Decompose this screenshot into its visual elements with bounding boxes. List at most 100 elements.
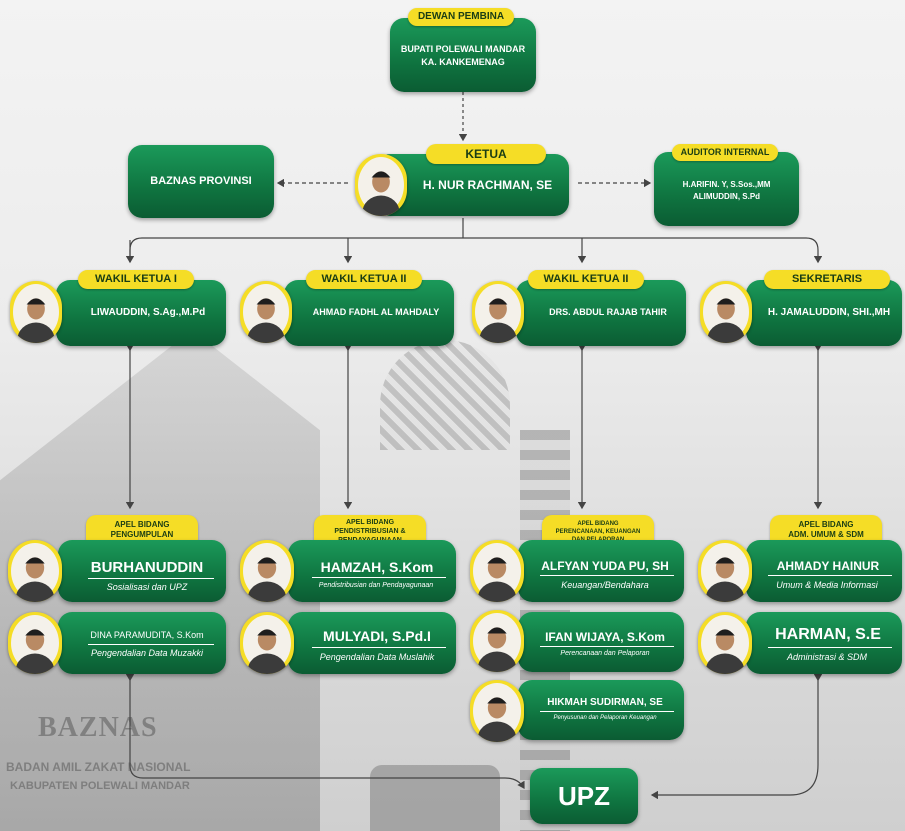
upz-label: UPZ <box>558 781 610 811</box>
bidang-3-l1: APEL BIDANG <box>577 521 619 527</box>
staff-ahmady-box: AHMADY HAINUR Umum & Media Informasi <box>746 540 902 602</box>
ketua-box: H. NUR RACHMAN, SE <box>376 154 569 216</box>
staff-ahmady-photo <box>698 540 752 602</box>
dewan-pembina-box: BUPATI POLEWALI MANDAR KA. KANKEMENAG <box>390 18 536 92</box>
staff-burhanuddin-name: BURHANUDDIN <box>90 559 204 576</box>
wakil-2-title: WAKIL KETUA II <box>306 270 422 289</box>
dewan-pembina-title: DEWAN PEMBINA <box>408 8 514 26</box>
person-icon <box>11 543 59 602</box>
staff-alfyan-name: ALFYAN YUDA PU, SH <box>541 559 669 573</box>
staff-mulyadi-name: MULYADI, S.Pd.I <box>323 628 431 644</box>
staff-hikmah-box: HIKMAH SUDIRMAN, SE Penyusunan dan Pelap… <box>518 680 684 740</box>
staff-dina-photo <box>8 612 62 674</box>
staff-hamzah-name: HAMZAH, S.Kom <box>320 559 434 575</box>
staff-ahmady-name: AHMADY HAINUR <box>776 559 880 573</box>
divider <box>88 644 214 645</box>
staff-mulyadi-box: MULYADI, S.Pd.I Pengendalian Data Muslah… <box>288 612 456 674</box>
staff-harman-name: HARMAN, S.E <box>775 626 881 643</box>
staff-ahmady-role: Umum & Media Informasi <box>776 580 878 590</box>
divider <box>88 578 214 579</box>
wakil-1-title: WAKIL KETUA I <box>78 270 194 289</box>
wakil-1-name: LIWAUDDIN, S.Ag.,M.Pd <box>90 307 206 318</box>
divider <box>540 575 674 576</box>
ketua-name: H. NUR RACHMAN, SE <box>422 178 553 192</box>
wakil-3-name: DRS. ABDUL RAJAB TAHIR <box>549 307 667 317</box>
staff-alfyan-role: Keuangan/Bendahara <box>561 580 649 590</box>
wakil-1-photo <box>10 281 62 343</box>
baznas-provinsi-label: BAZNAS PROVINSI <box>150 175 252 187</box>
sekretaris-name: H. JAMALUDDIN, SHI.,MH <box>767 307 891 318</box>
ketua-title: KETUA <box>426 144 546 164</box>
ketua-photo <box>355 154 407 216</box>
wakil-1-box: LIWAUDDIN, S.Ag.,M.Pd <box>56 280 226 346</box>
person-icon <box>358 157 404 216</box>
staff-ifan-role: Perencanaan dan Pelaporan <box>560 650 650 657</box>
wakil-3-title: WAKIL KETUA II <box>528 270 644 289</box>
auditor-title: AUDITOR INTERNAL <box>672 144 778 161</box>
person-icon <box>13 284 59 343</box>
sekretaris-box: H. JAMALUDDIN, SHI.,MH <box>746 280 902 346</box>
bidang-2-l1: APEL BIDANG <box>345 519 395 526</box>
bidang-2-l2: PENDISTRIBUSIAN & <box>334 528 406 535</box>
divider <box>312 577 446 578</box>
staff-ifan-name: IFAN WIJAYA, S.Kom <box>545 630 665 644</box>
bidang-4-l1: APEL BIDANG <box>798 520 854 529</box>
background-dome <box>380 340 510 450</box>
staff-dina-role: Pengendalian Data Muzakki <box>90 648 204 658</box>
person-icon <box>475 284 521 343</box>
staff-harman-role: Administrasi & SDM <box>786 652 867 662</box>
staff-hamzah-box: HAMZAH, S.Kom Pendistribusian dan Penday… <box>288 540 456 602</box>
person-icon <box>243 284 289 343</box>
sekretaris-photo <box>700 281 752 343</box>
staff-hikmah-role: Penyusunan dan Pelaporan Keuangan <box>553 715 657 721</box>
bidang-3-l2: PERENCANAAN, KEUANGAN <box>555 529 641 535</box>
divider <box>768 647 892 648</box>
staff-hikmah-photo <box>470 680 524 742</box>
auditor-box: H.ARIFIN. Y, S.Sos.,MM ALIMUDDIN, S.Pd <box>654 152 799 226</box>
auditor-line1: H.ARIFIN. Y, S.Sos.,MM <box>682 180 771 189</box>
staff-harman-photo <box>698 612 752 674</box>
divider <box>768 575 892 576</box>
staff-alfyan-box: ALFYAN YUDA PU, SH Keuangan/Bendahara <box>518 540 684 602</box>
dewan-line1: BUPATI POLEWALI MANDAR <box>400 44 526 54</box>
staff-hamzah-photo <box>240 540 294 602</box>
person-icon <box>243 543 291 602</box>
staff-mulyadi-role: Pengendalian Data Muslahik <box>319 652 435 662</box>
divider <box>312 647 446 648</box>
divider <box>540 646 674 647</box>
person-icon <box>473 613 521 672</box>
upz-box: UPZ <box>530 768 638 824</box>
baznas-provinsi-box: BAZNAS PROVINSI <box>128 145 274 218</box>
wakil-3-photo <box>472 281 524 343</box>
bidang-1-l2: PENGUMPULAN <box>110 530 174 539</box>
person-icon <box>243 615 291 674</box>
bidang-1-l1: APEL BIDANG <box>114 520 170 529</box>
wakil-2-name: AHMAD FADHL AL MAHDALY <box>312 307 440 317</box>
wakil-2-photo <box>240 281 292 343</box>
staff-dina-box: DINA PARAMUDITA, S.Kom Pengendalian Data… <box>58 612 226 674</box>
person-icon <box>11 615 59 674</box>
person-icon <box>701 543 749 602</box>
staff-burhanuddin-photo <box>8 540 62 602</box>
staff-mulyadi-photo <box>240 612 294 674</box>
divider <box>540 711 674 712</box>
staff-hikmah-name: HIKMAH SUDIRMAN, SE <box>547 697 663 708</box>
sekretaris-title: SEKRETARIS <box>764 270 890 289</box>
staff-harman-box: HARMAN, S.E Administrasi & SDM <box>746 612 902 674</box>
dewan-line2: KA. KANKEMENAG <box>421 57 505 67</box>
person-icon <box>473 543 521 602</box>
staff-ifan-box: IFAN WIJAYA, S.Kom Perencanaan dan Pelap… <box>518 612 684 672</box>
staff-ifan-photo <box>470 610 524 672</box>
wakil-3-box: DRS. ABDUL RAJAB TAHIR <box>516 280 686 346</box>
staff-burhanuddin-role: Sosialisasi dan UPZ <box>106 582 188 592</box>
staff-alfyan-photo <box>470 540 524 602</box>
staff-burhanuddin-box: BURHANUDDIN Sosialisasi dan UPZ <box>58 540 226 602</box>
person-icon <box>473 683 521 742</box>
person-icon <box>703 284 749 343</box>
auditor-line2: ALIMUDDIN, S.Pd <box>692 192 761 201</box>
wakil-2-box: AHMAD FADHL AL MAHDALY <box>284 280 454 346</box>
staff-dina-name: DINA PARAMUDITA, S.Kom <box>90 630 204 640</box>
bidang-4-l2: ADM. UMUM & SDM <box>788 530 864 539</box>
person-icon <box>701 615 749 674</box>
